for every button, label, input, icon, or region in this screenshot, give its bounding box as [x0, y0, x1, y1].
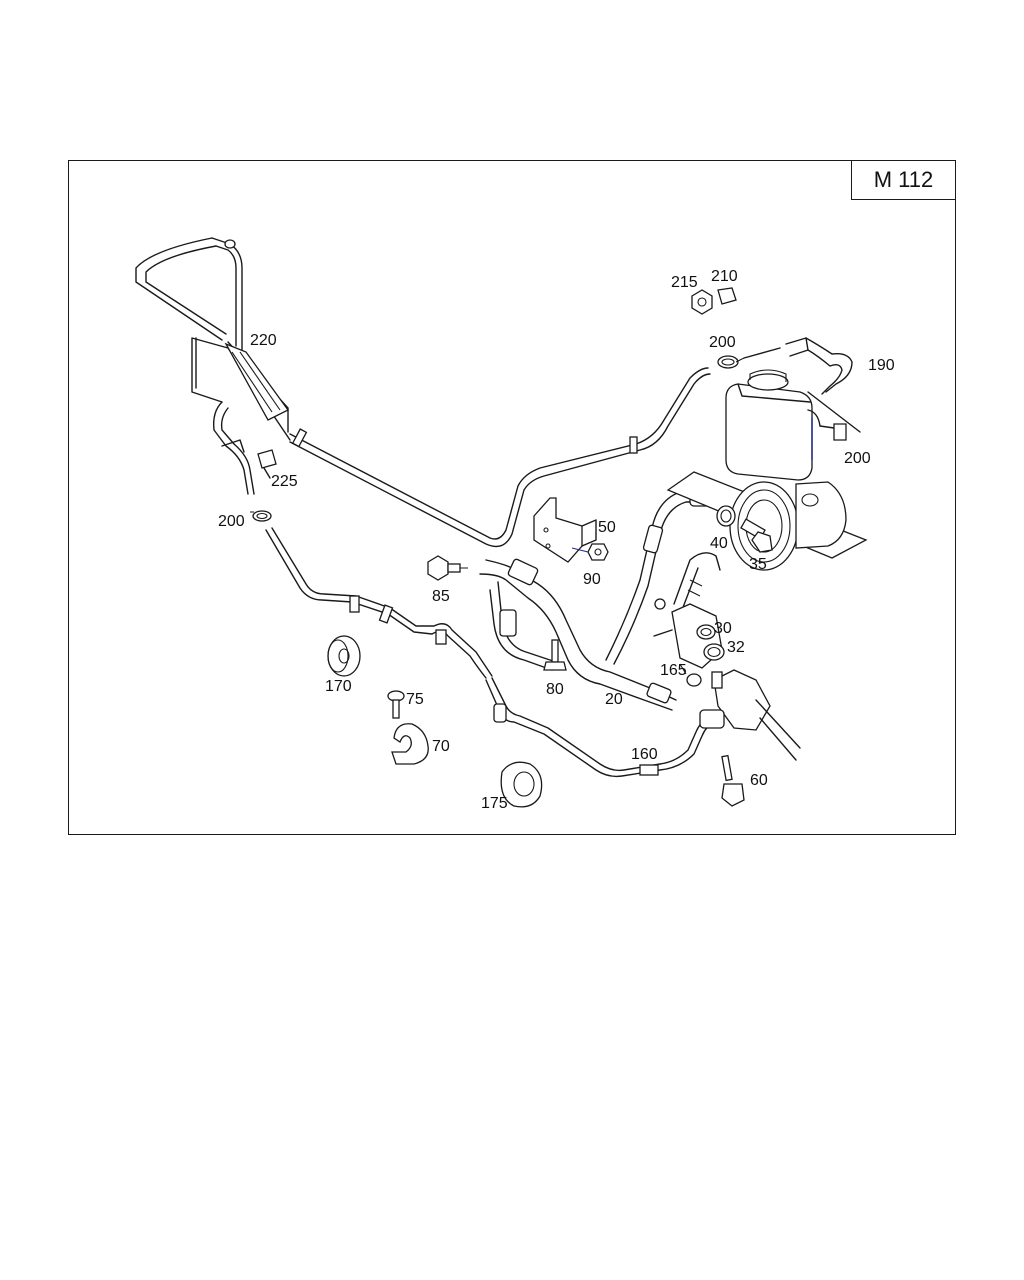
- washer-40: [716, 505, 736, 527]
- cap-210: [717, 287, 737, 305]
- clamp-70: [391, 723, 429, 765]
- nut-90: [571, 543, 609, 561]
- callout-200-left: 200: [218, 513, 245, 530]
- hose-clamp-200-upper: [717, 355, 739, 369]
- hose-190: [743, 337, 861, 433]
- clamp-225: [221, 439, 277, 479]
- callout-175: 175: [481, 795, 508, 812]
- callout-labels: 220 215 210 200 190 200 225 200 50 40 35…: [218, 268, 895, 812]
- callout-60: 60: [750, 772, 768, 789]
- callout-200-reservoir: 200: [844, 450, 871, 467]
- cap-215: [691, 289, 713, 315]
- callout-70: 70: [432, 738, 450, 755]
- callout-165: 165: [660, 662, 687, 679]
- callout-215: 215: [671, 274, 698, 291]
- callout-80: 80: [546, 681, 564, 698]
- callout-160: 160: [631, 746, 658, 763]
- callout-30: 30: [714, 620, 732, 637]
- callout-75: 75: [406, 691, 424, 708]
- callout-40: 40: [710, 535, 728, 552]
- steering-gear: [653, 552, 801, 761]
- callout-210: 210: [711, 268, 738, 285]
- callout-20: 20: [605, 691, 623, 708]
- oil-cooler-220: [135, 237, 291, 495]
- callout-90: 90: [583, 571, 601, 588]
- callout-200-upper: 200: [709, 334, 736, 351]
- bolt-85: [427, 555, 461, 581]
- o-ring-32: [703, 643, 725, 661]
- hose-clamp-200-left: [252, 510, 272, 522]
- callout-85: 85: [432, 588, 450, 605]
- callout-170: 170: [325, 678, 352, 695]
- o-ring-165: [679, 663, 702, 687]
- bolt-80: [543, 639, 567, 671]
- callout-32: 32: [727, 639, 745, 656]
- bolt-35: [740, 518, 773, 553]
- grommet-170: [327, 635, 361, 677]
- pump-pulley: [666, 471, 868, 571]
- bracket-50: [533, 497, 597, 563]
- callout-220: 220: [250, 332, 277, 349]
- bolt-60: [721, 754, 745, 807]
- return-pipe: [289, 367, 711, 548]
- callout-190: 190: [868, 357, 895, 374]
- o-ring-30: [696, 624, 716, 640]
- screw-75: [387, 690, 405, 719]
- model-code: M 112: [873, 167, 934, 192]
- leader-lines: [250, 357, 745, 569]
- callout-35: 35: [749, 556, 767, 573]
- callout-225: 225: [271, 473, 298, 490]
- suction-line: [265, 527, 493, 679]
- model-code-box: M 112: [851, 160, 956, 200]
- gear-fittings: [699, 671, 725, 729]
- grommet-175: [500, 761, 543, 808]
- reservoir: [725, 369, 847, 481]
- pressure-hose-20: [479, 558, 677, 711]
- pressure-line-160: [485, 677, 717, 778]
- callout-50: 50: [598, 519, 616, 536]
